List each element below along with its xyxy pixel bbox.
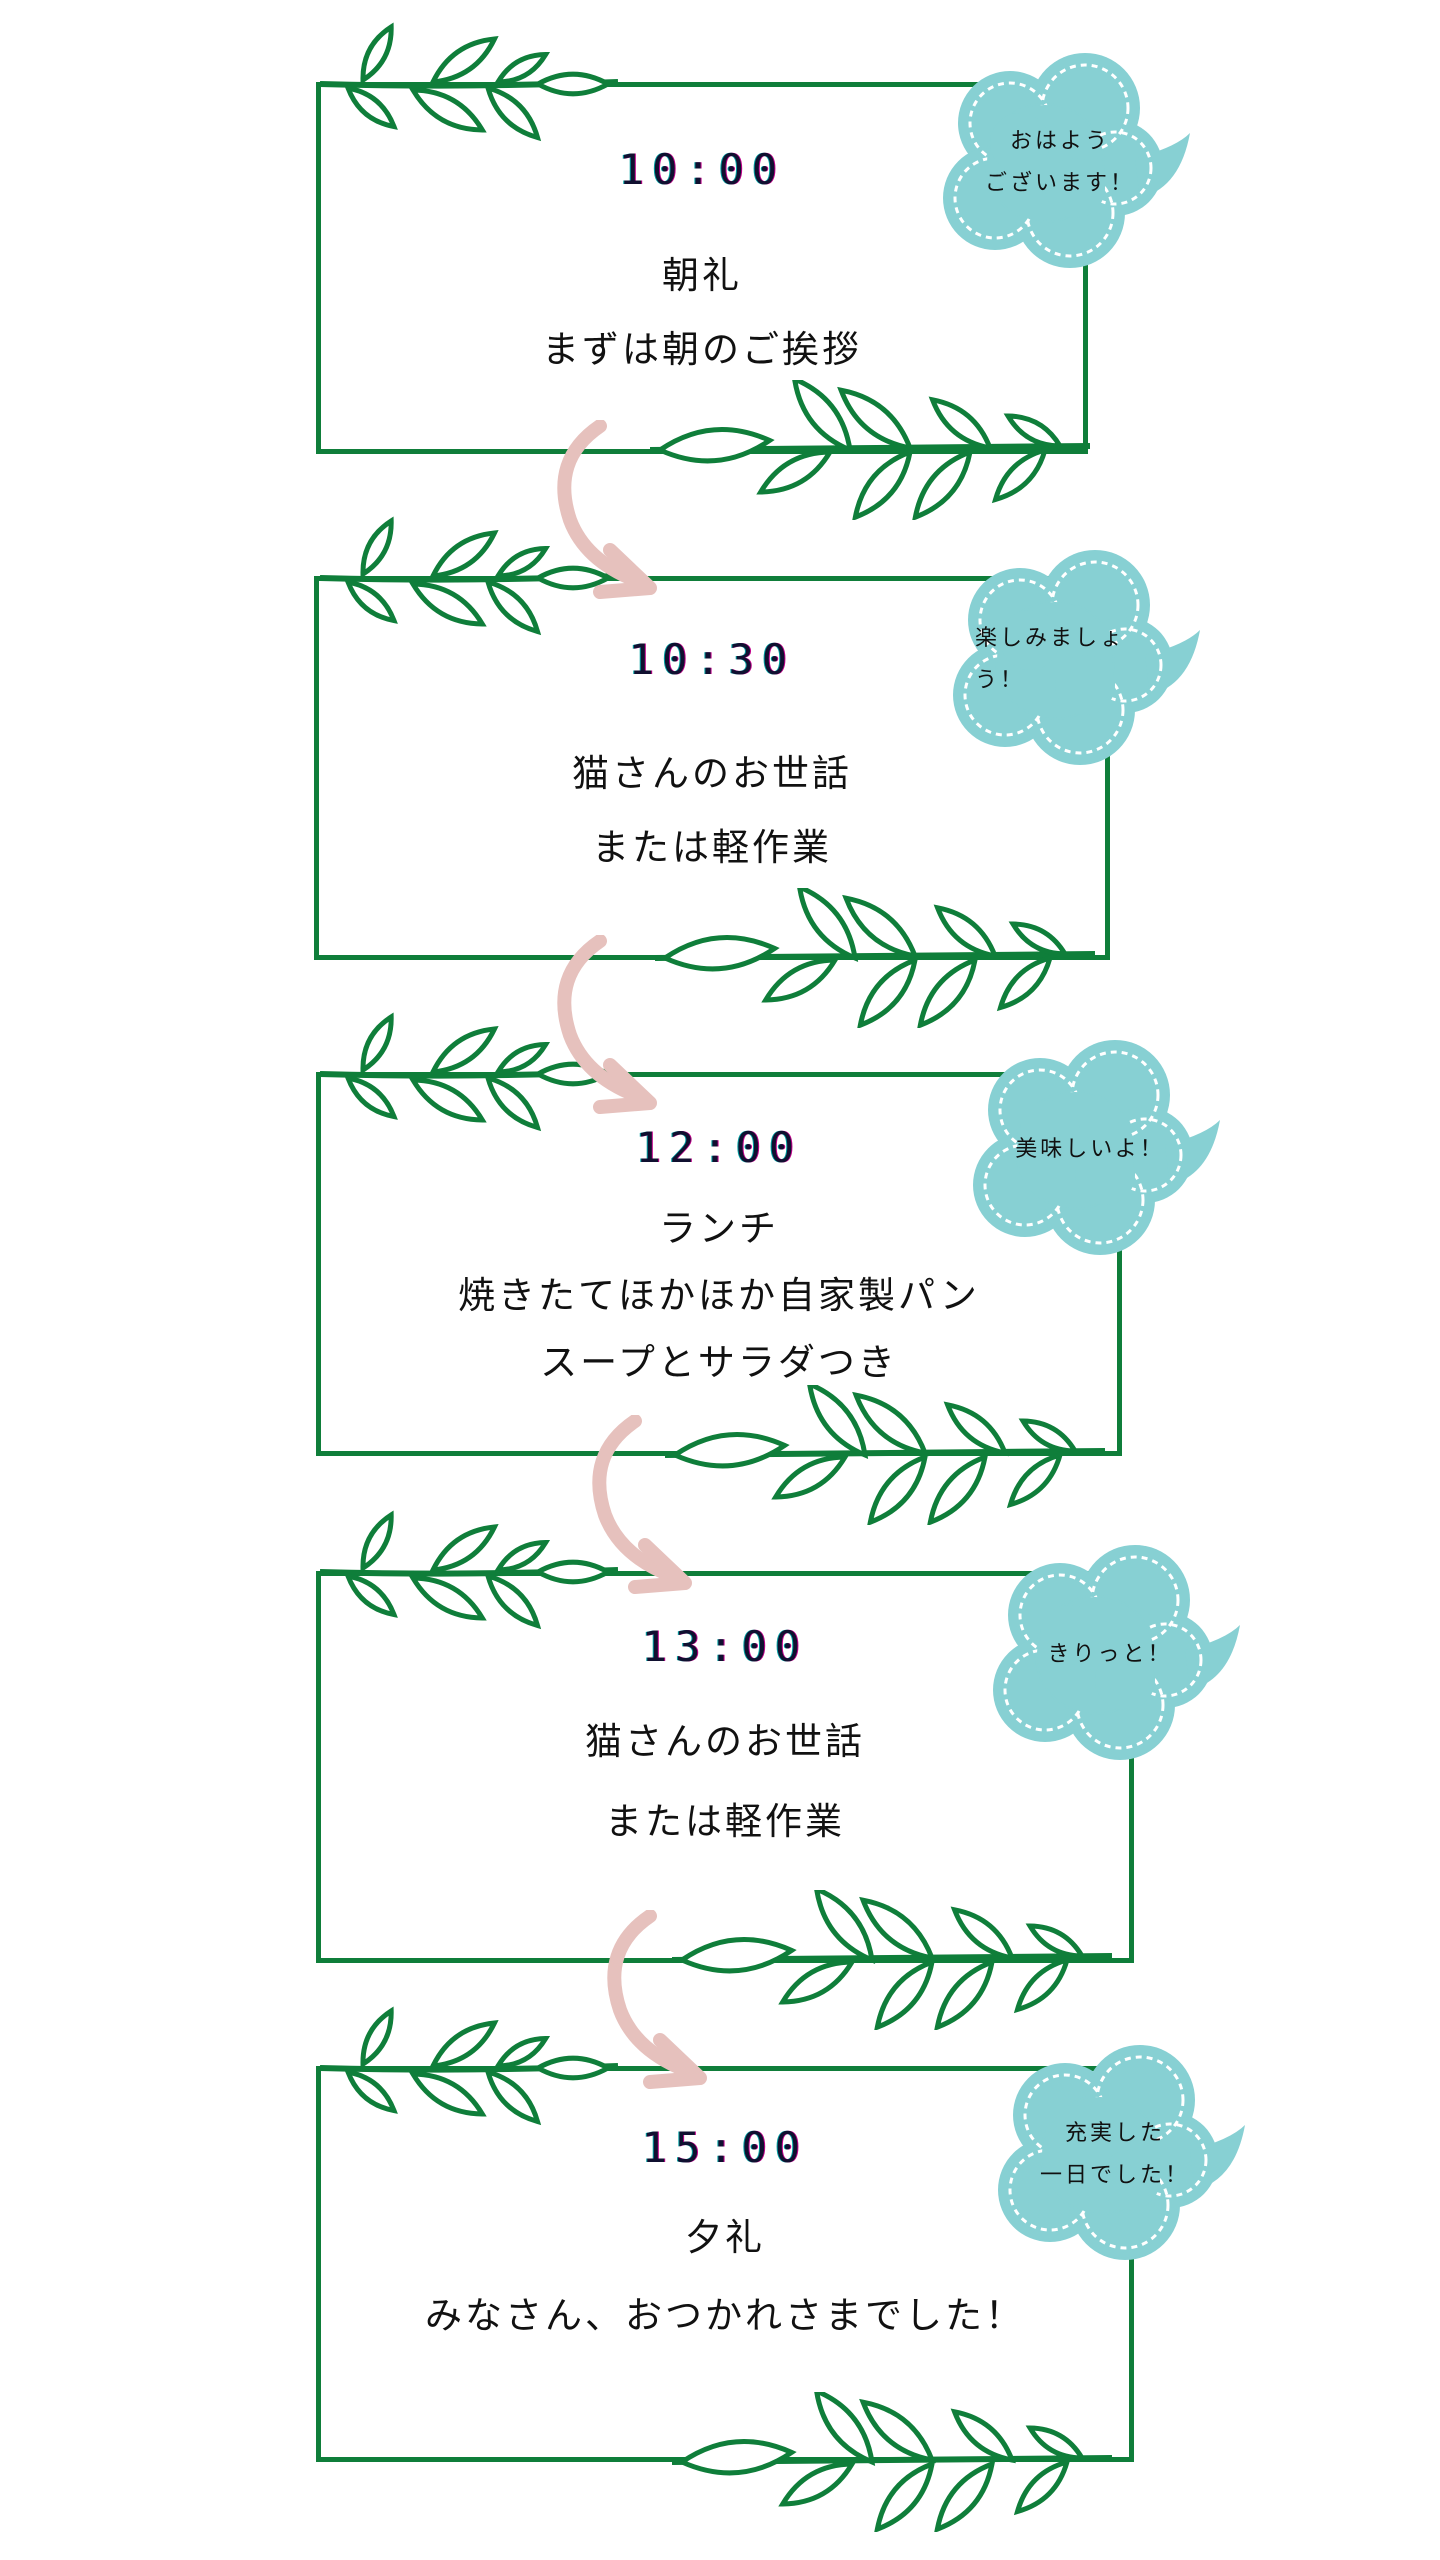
activity-text: 猫さんのお世話 または軽作業: [321, 1702, 1129, 1862]
speech-bubble: おはようございます！: [935, 48, 1195, 278]
activity-text: 猫さんのお世話 または軽作業: [319, 737, 1105, 885]
activity-detail: または軽作業: [605, 1800, 845, 1843]
bubble-text: ございます！: [984, 171, 1135, 196]
time-label: 10:30: [628, 635, 796, 684]
bubble-text: 一日でした！: [1039, 2163, 1190, 2188]
arrow-down-icon: [590, 1909, 730, 2094]
activity-detail: 焼きたてほかほか自家製パン: [458, 1274, 980, 1317]
time-label: 13:00: [641, 1622, 809, 1671]
time-label: 12:00: [635, 1123, 803, 1172]
activity-title: ランチ: [659, 1207, 779, 1250]
bubble-text: 充実した: [1064, 2121, 1165, 2146]
speech-bubble: 美味しいよ！: [965, 1035, 1225, 1265]
activity-text: ランチ 焼きたてほかほか自家製パン スープとサラダつき: [321, 1195, 1117, 1396]
time-label: 10:00: [618, 145, 786, 194]
activity-detail: みなさん、おつかれさまでした！: [425, 2294, 1025, 2337]
bubble-text: 楽しみましょう！: [975, 626, 1126, 693]
speech-bubble: きりっと！: [985, 1540, 1245, 1770]
activity-extra: スープとサラダつき: [540, 1341, 898, 1384]
activity-title: 猫さんのお世話: [585, 1720, 865, 1763]
activity-detail: まずは朝のご挨拶: [542, 328, 862, 371]
arrow-down-icon: [540, 419, 680, 604]
activity-detail: または軽作業: [592, 826, 832, 869]
speech-bubble: 充実した一日でした！: [990, 2040, 1250, 2270]
activity-text: 夕礼 みなさん、おつかれさまでした！: [321, 2199, 1129, 2355]
speech-bubble: 楽しみましょう！: [945, 545, 1205, 775]
activity-title: 朝礼: [662, 254, 742, 297]
activity-title: 夕礼: [685, 2216, 765, 2259]
bubble-text: おはよう: [1009, 129, 1110, 154]
bubble-text: きりっと！: [1047, 1642, 1173, 1667]
arrow-down-icon: [575, 1414, 715, 1599]
arrow-down-icon: [540, 934, 680, 1119]
time-label: 15:00: [641, 2123, 809, 2172]
activity-text: 朝礼 まずは朝のご挨拶: [321, 239, 1083, 387]
activity-title: 猫さんのお世話: [572, 752, 852, 795]
bubble-text: 美味しいよ！: [1015, 1137, 1165, 1162]
